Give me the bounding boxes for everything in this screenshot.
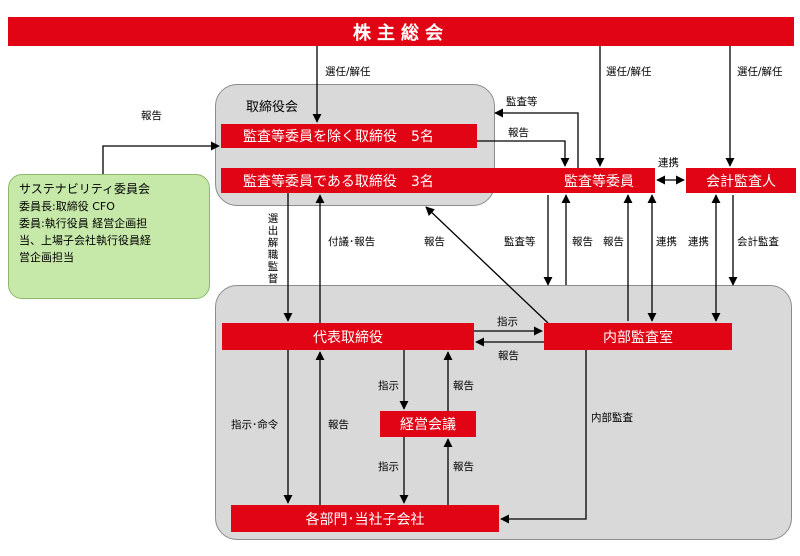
- arrow-internal-audit: [500, 350, 587, 524]
- label-report-diag: 報告: [424, 236, 445, 248]
- audit-directors-box: 監査等委員である取締役 3名: [221, 168, 543, 193]
- internal-audit-office-box: 内部監査室: [544, 323, 732, 350]
- sustainability-members-line1: 委員:執行役員 経営企画担: [19, 217, 148, 230]
- label-elect-dismiss-audit: 選任/解任: [606, 66, 652, 78]
- label-coordination-2: 連携: [688, 236, 709, 248]
- label-instruct-dept: 指示: [378, 461, 399, 473]
- label-elect-dismiss-board: 選任/解任: [325, 66, 371, 78]
- accounting-auditor-box: 会計監査人: [686, 168, 796, 193]
- sustainability-members-line2: 当、上場子会社執行役員経: [19, 234, 151, 247]
- label-audit-etc-rep: 監査等: [504, 236, 536, 248]
- label-instruct-meeting: 指示: [378, 380, 399, 392]
- sustainability-committee-box: サステナビリティ委員会 委員長:取締役 CFO 委員:執行役員 経営企画担 当、…: [8, 174, 210, 299]
- label-report-sustainability: 報告: [141, 110, 162, 122]
- label-appoint-supervise: 選出解職監督: [267, 213, 279, 285]
- label-internal-audit: 内部監査: [591, 412, 633, 424]
- label-proposal-report: 付議･報告: [328, 236, 376, 248]
- arrow-sustainability-report: [102, 141, 220, 174]
- board-title: 取締役会: [246, 100, 299, 115]
- sustainability-title: サステナビリティ委員会: [19, 182, 151, 196]
- sustainability-chair: 委員長:取締役 CFO: [19, 200, 115, 213]
- label-report-dept: 報告: [328, 419, 349, 431]
- label-coordination-top: 連携: [658, 157, 679, 169]
- departments-box: 各部門･当社子会社: [231, 505, 499, 532]
- label-elect-dismiss-auditor: 選任/解任: [737, 66, 783, 78]
- label-accounting-audit: 会計監査: [737, 236, 779, 248]
- label-coordination-1: 連携: [656, 236, 677, 248]
- label-audit-etc-board: 監査等: [506, 96, 538, 108]
- label-report-dept2: 報告: [453, 461, 474, 473]
- arrow-diag-report: [425, 206, 549, 324]
- label-report-nonaudit: 報告: [508, 127, 529, 139]
- representative-director-box: 代表取締役: [222, 323, 474, 350]
- label-instruct-internal: 指示: [497, 316, 518, 328]
- label-instruct-order: 指示･命令: [231, 419, 279, 431]
- arrow-audit-to-board: [494, 108, 579, 168]
- label-report-meeting: 報告: [453, 380, 474, 392]
- non-audit-directors-box: 監査等委員を除く取締役 5名: [221, 124, 477, 148]
- audit-committee-box: 監査等委員: [543, 168, 655, 193]
- label-report-audit-1: 報告: [572, 236, 593, 248]
- label-report-audit-2: 報告: [603, 236, 624, 248]
- shareholders-meeting-banner: 株主総会: [8, 17, 794, 46]
- management-meeting-box: 経営会議: [380, 411, 476, 437]
- arrow-board-report: [477, 140, 570, 167]
- sustainability-members-line3: 営企画担当: [19, 251, 74, 264]
- label-report-internal: 報告: [498, 350, 519, 362]
